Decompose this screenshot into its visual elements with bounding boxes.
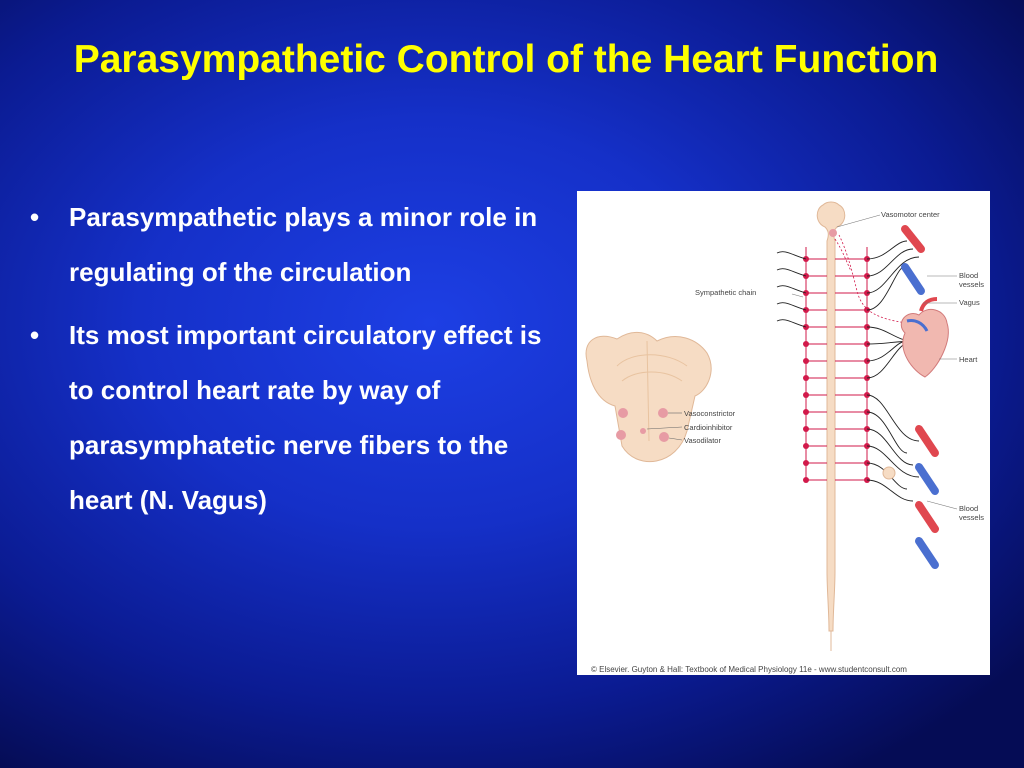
brainstem-illustration (585, 332, 712, 462)
nerve-fiber (866, 264, 908, 311)
nerve-fibers (776, 240, 920, 502)
nerve-fiber (776, 302, 807, 311)
cardioinhibitor-area (640, 428, 646, 434)
figure-credit: © Elsevier. Guyton & Hall: Textbook of M… (591, 665, 907, 674)
nerve-fiber (776, 285, 807, 294)
bullet-list: • Parasympathetic plays a minor role in … (30, 190, 550, 536)
nerve-fiber (866, 240, 908, 260)
nerve-fiber (776, 319, 807, 328)
chain-ganglia (803, 256, 870, 483)
blood-vessels-top (901, 225, 925, 295)
label-heart: Heart (959, 355, 978, 364)
bullet-marker: • (30, 202, 40, 232)
bullet-text: Its most important circulatory effect is… (69, 320, 542, 515)
blood-vessels-bottom (882, 425, 939, 569)
bullet-item: • Parasympathetic plays a minor role in … (30, 190, 550, 300)
label-blood-vessels-bottom-line2: vessels (959, 513, 984, 522)
label-blood-vessels-bottom-line1: Blood (959, 504, 978, 513)
bullet-marker: • (30, 320, 40, 350)
heart-illustration (900, 297, 949, 378)
nerve-fiber (866, 394, 920, 442)
bullet-item: • Its most important circulatory effect … (30, 308, 550, 528)
vasodilator-area-left (616, 430, 626, 440)
label-blood-vessels-top-line1: Blood (959, 271, 978, 280)
label-cardioinhibitor: Cardioinhibitor (684, 423, 733, 432)
bullet-text: Parasympathetic plays a minor role in re… (69, 202, 538, 287)
nerve-fiber (866, 248, 914, 277)
vasodilator-area-right (659, 432, 669, 442)
label-vasoconstrictor: Vasoconstrictor (684, 409, 736, 418)
nerve-fiber (866, 411, 908, 454)
nervous-system-figure: Vasomotor center Blood vessels Sympathet… (577, 191, 990, 675)
label-vasomotor-center: Vasomotor center (881, 210, 940, 219)
vasoconstrictor-area-left (618, 408, 628, 418)
nerve-fiber (866, 256, 920, 294)
nerve-fiber (866, 428, 914, 466)
spinal-cord (816, 201, 908, 651)
nerve-fiber (866, 479, 914, 502)
label-vagus: Vagus (959, 298, 980, 307)
label-vasodilator: Vasodilator (684, 436, 721, 445)
label-leader-lines (791, 214, 958, 510)
nerve-fiber (866, 445, 920, 478)
nerve-fiber (776, 268, 807, 277)
nerve-fiber (776, 251, 807, 260)
label-blood-vessels-top-line2: vessels (959, 280, 984, 289)
vasoconstrictor-area-right (658, 408, 668, 418)
slide-title: Parasympathetic Control of the Heart Fun… (73, 38, 939, 81)
vagus-nerve-path (838, 234, 908, 324)
vasomotor-center-dot (829, 229, 837, 237)
label-sympathetic-chain: Sympathetic chain (695, 288, 756, 297)
nervous-system-diagram: Vasomotor center Blood vessels Sympathet… (585, 201, 984, 674)
